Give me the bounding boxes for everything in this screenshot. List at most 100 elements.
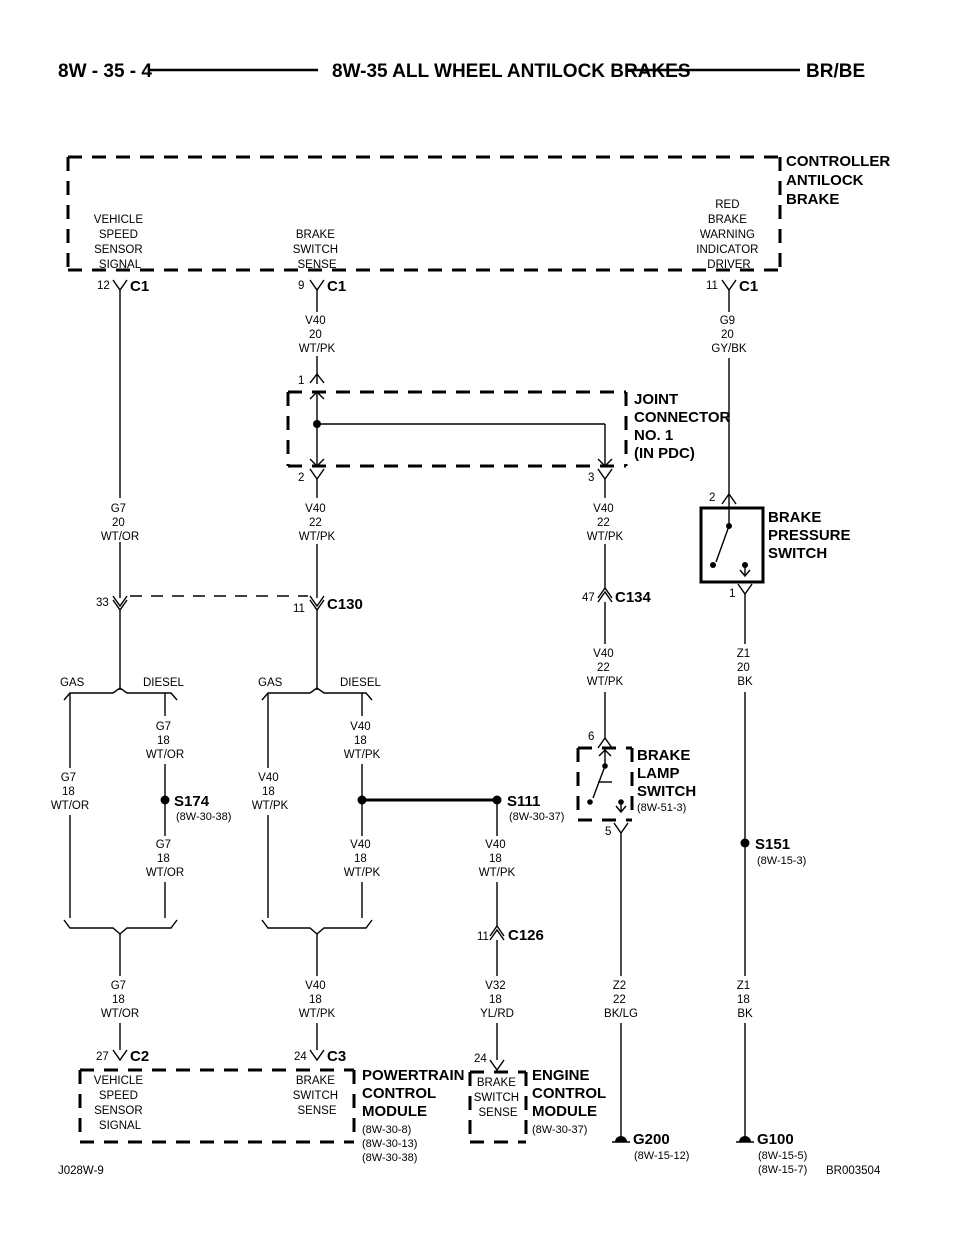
svg-text:2: 2 xyxy=(298,472,304,484)
svg-text:C3: C3 xyxy=(327,1048,346,1065)
wire-label-v40-18-s111a: V40 18 WT/PK xyxy=(344,839,381,879)
svg-text:C1: C1 xyxy=(739,278,758,295)
connector-c2: 27 C2 xyxy=(96,1048,149,1065)
brake-lamp-switch: 6 BRAKE LAMP SWITCH (8W-51-3) xyxy=(576,731,696,822)
wire-label-g7-20: G7 20 WT/OR xyxy=(101,503,139,543)
option-split-mid: GAS DIESEL xyxy=(258,610,382,701)
wire-label-g7-18-bot: G7 18 WT/OR xyxy=(101,980,139,1020)
svg-text:C134: C134 xyxy=(615,589,652,606)
svg-text:(8W-15-3): (8W-15-3) xyxy=(757,855,806,867)
wire-label-v40-18-bot: V40 18 WT/PK xyxy=(299,980,336,1020)
pcm-title: POWERTRAIN CONTROL MODULE xyxy=(362,1067,469,1120)
svg-text:11: 11 xyxy=(706,280,718,292)
svg-text:33: 33 xyxy=(96,597,109,609)
section-title: 8W-35 ALL WHEEL ANTILOCK BRAKES xyxy=(332,61,691,82)
svg-text:GAS: GAS xyxy=(60,677,85,689)
wire-label-v40-22-a: V40 22 WT/PK xyxy=(299,503,336,543)
svg-text:1: 1 xyxy=(298,375,304,387)
pcm-pin-vss-label: VEHICLE SPEED SENSOR SIGNAL xyxy=(94,1075,146,1132)
svg-text:(8W-30-37): (8W-30-37) xyxy=(532,1124,587,1136)
svg-text:47: 47 xyxy=(582,592,595,604)
ground-g100: G100 (8W-15-5) (8W-15-7) xyxy=(736,1131,810,1176)
bps-title: BRAKE PRESSURE SWITCH xyxy=(768,509,855,562)
splice-s151: S151 (8W-15-3) xyxy=(740,836,806,867)
wire-label-g7-18-s174: G7 18 WT/OR xyxy=(146,839,184,879)
cab-pin-bss-label: BRAKE SWITCH SENSE xyxy=(293,229,342,271)
svg-text:24: 24 xyxy=(474,1053,487,1065)
svg-text:(8W-30-37): (8W-30-37) xyxy=(509,811,564,823)
svg-text:11: 11 xyxy=(293,603,305,615)
wire-label-z1-18: Z1 18 BK xyxy=(737,980,754,1020)
wire-label-v40-18-diesel: V40 18 WT/PK xyxy=(344,721,381,761)
wire-label-g9-20: G9 20 GY/BK xyxy=(711,315,746,355)
connector-c130: 33 11 C130 xyxy=(96,595,363,615)
model-code: BR/BE xyxy=(806,61,865,82)
splice-s111: S111 (8W-30-37) xyxy=(492,793,564,823)
connector-c1-red: 11 C1 xyxy=(706,278,758,295)
joint-title: JOINT CONNECTOR NO. 1 (IN PDC) xyxy=(634,391,735,462)
svg-text:GAS: GAS xyxy=(258,677,283,689)
controller-antilock-brake: CONTROLLER ANTILOCK BRAKE VEHICLE SPEED … xyxy=(66,153,894,272)
svg-text:(8W-30-38): (8W-30-38) xyxy=(176,811,231,823)
svg-text:9: 9 xyxy=(298,280,304,292)
wire-label-v40-18-gas: V40 18 WT/PK xyxy=(252,772,289,812)
svg-text:24: 24 xyxy=(294,1051,307,1063)
option-split-left: GAS DIESEL xyxy=(60,610,185,701)
ground-g200: G200 (8W-15-12) xyxy=(612,1131,689,1162)
svg-text:DIESEL: DIESEL xyxy=(340,677,382,689)
svg-text:6: 6 xyxy=(588,731,594,743)
svg-text:(8W-15-12): (8W-15-12) xyxy=(634,1150,689,1162)
page-header: 8W - 35 - 4 8W-35 ALL WHEEL ANTILOCK BRA… xyxy=(58,61,865,82)
g100-refs: (8W-15-5) (8W-15-7) xyxy=(758,1150,810,1176)
svg-text:S151: S151 xyxy=(755,836,790,853)
svg-text:(8W-51-3): (8W-51-3) xyxy=(637,802,686,814)
engine-control-module: 24 BRAKE SWITCH SENSE ENGINE CONTROL MOD… xyxy=(468,1053,610,1144)
ecm-title: ENGINE CONTROL MODULE xyxy=(532,1067,610,1120)
pcm-pin-bss-label: BRAKE SWITCH SENSE xyxy=(293,1075,342,1117)
svg-text:C126: C126 xyxy=(508,927,544,944)
connector-c126: 11 C126 xyxy=(477,924,544,944)
wire-label-v40-20: V40 20 WT/PK xyxy=(299,315,336,355)
bls-title: BRAKE LAMP SWITCH xyxy=(637,747,696,800)
brake-pressure-switch: 2 BRAKE PRESSURE SWITCH xyxy=(699,492,855,584)
svg-text:C1: C1 xyxy=(327,278,346,295)
wire-label-v40-22-b: V40 22 WT/PK xyxy=(587,503,624,543)
wire-label-v40-18-s111b: V40 18 WT/PK xyxy=(479,839,516,879)
wire-label-v32-18: V32 18 YL/RD xyxy=(480,980,514,1020)
svg-text:2: 2 xyxy=(709,492,715,504)
footer-left-code: J028W-9 xyxy=(58,1165,104,1177)
svg-text:12: 12 xyxy=(97,280,110,292)
svg-text:11: 11 xyxy=(477,931,489,943)
wire-label-g7-18-gas: G7 18 WT/OR xyxy=(51,772,89,812)
svg-text:DIESEL: DIESEL xyxy=(143,677,185,689)
svg-text:S111: S111 xyxy=(507,793,540,810)
page-number: 8W - 35 - 4 xyxy=(58,61,152,82)
svg-text:S174: S174 xyxy=(174,793,210,810)
connector-c1-bss: 9 C1 xyxy=(298,278,346,295)
joint-connector-no1: JOINT CONNECTOR NO. 1 (IN PDC) xyxy=(286,390,735,468)
svg-text:27: 27 xyxy=(96,1051,109,1063)
wire-label-v40-22-c: V40 22 WT/PK xyxy=(587,648,624,688)
svg-text:C2: C2 xyxy=(130,1048,149,1065)
wire-label-z2-22: Z2 22 BK/LG xyxy=(604,980,638,1020)
svg-text:1: 1 xyxy=(729,588,735,600)
ecm-pin-bss-label: BRAKE SWITCH SENSE xyxy=(474,1077,523,1119)
connector-c3: 24 C3 xyxy=(294,1048,346,1065)
svg-text:C1: C1 xyxy=(130,278,149,295)
wire-label-z1-20: Z1 20 BK xyxy=(737,648,754,688)
connector-c134: 47 C134 xyxy=(582,586,652,606)
footer-right-code: BR003504 xyxy=(826,1165,881,1177)
svg-text:C130: C130 xyxy=(327,596,363,613)
svg-text:G200: G200 xyxy=(633,1131,670,1148)
svg-text:5: 5 xyxy=(605,826,611,838)
cab-pin-vss-label: VEHICLE SPEED SENSOR SIGNAL xyxy=(94,214,146,271)
wire-label-g7-18-diesel: G7 18 WT/OR xyxy=(146,721,184,761)
svg-text:G100: G100 xyxy=(757,1131,794,1148)
svg-text:3: 3 xyxy=(588,472,594,484)
cab-pin-red-label: RED BRAKE WARNING INDICATOR DRIVER xyxy=(696,199,761,271)
connector-c1-vss: 12 C1 xyxy=(97,278,149,295)
cab-title: CONTROLLER ANTILOCK BRAKE xyxy=(786,153,894,208)
splice-s174: S174 (8W-30-38) xyxy=(160,793,231,823)
powertrain-control-module: VEHICLE SPEED SENSOR SIGNAL BRAKE SWITCH… xyxy=(78,1067,469,1164)
